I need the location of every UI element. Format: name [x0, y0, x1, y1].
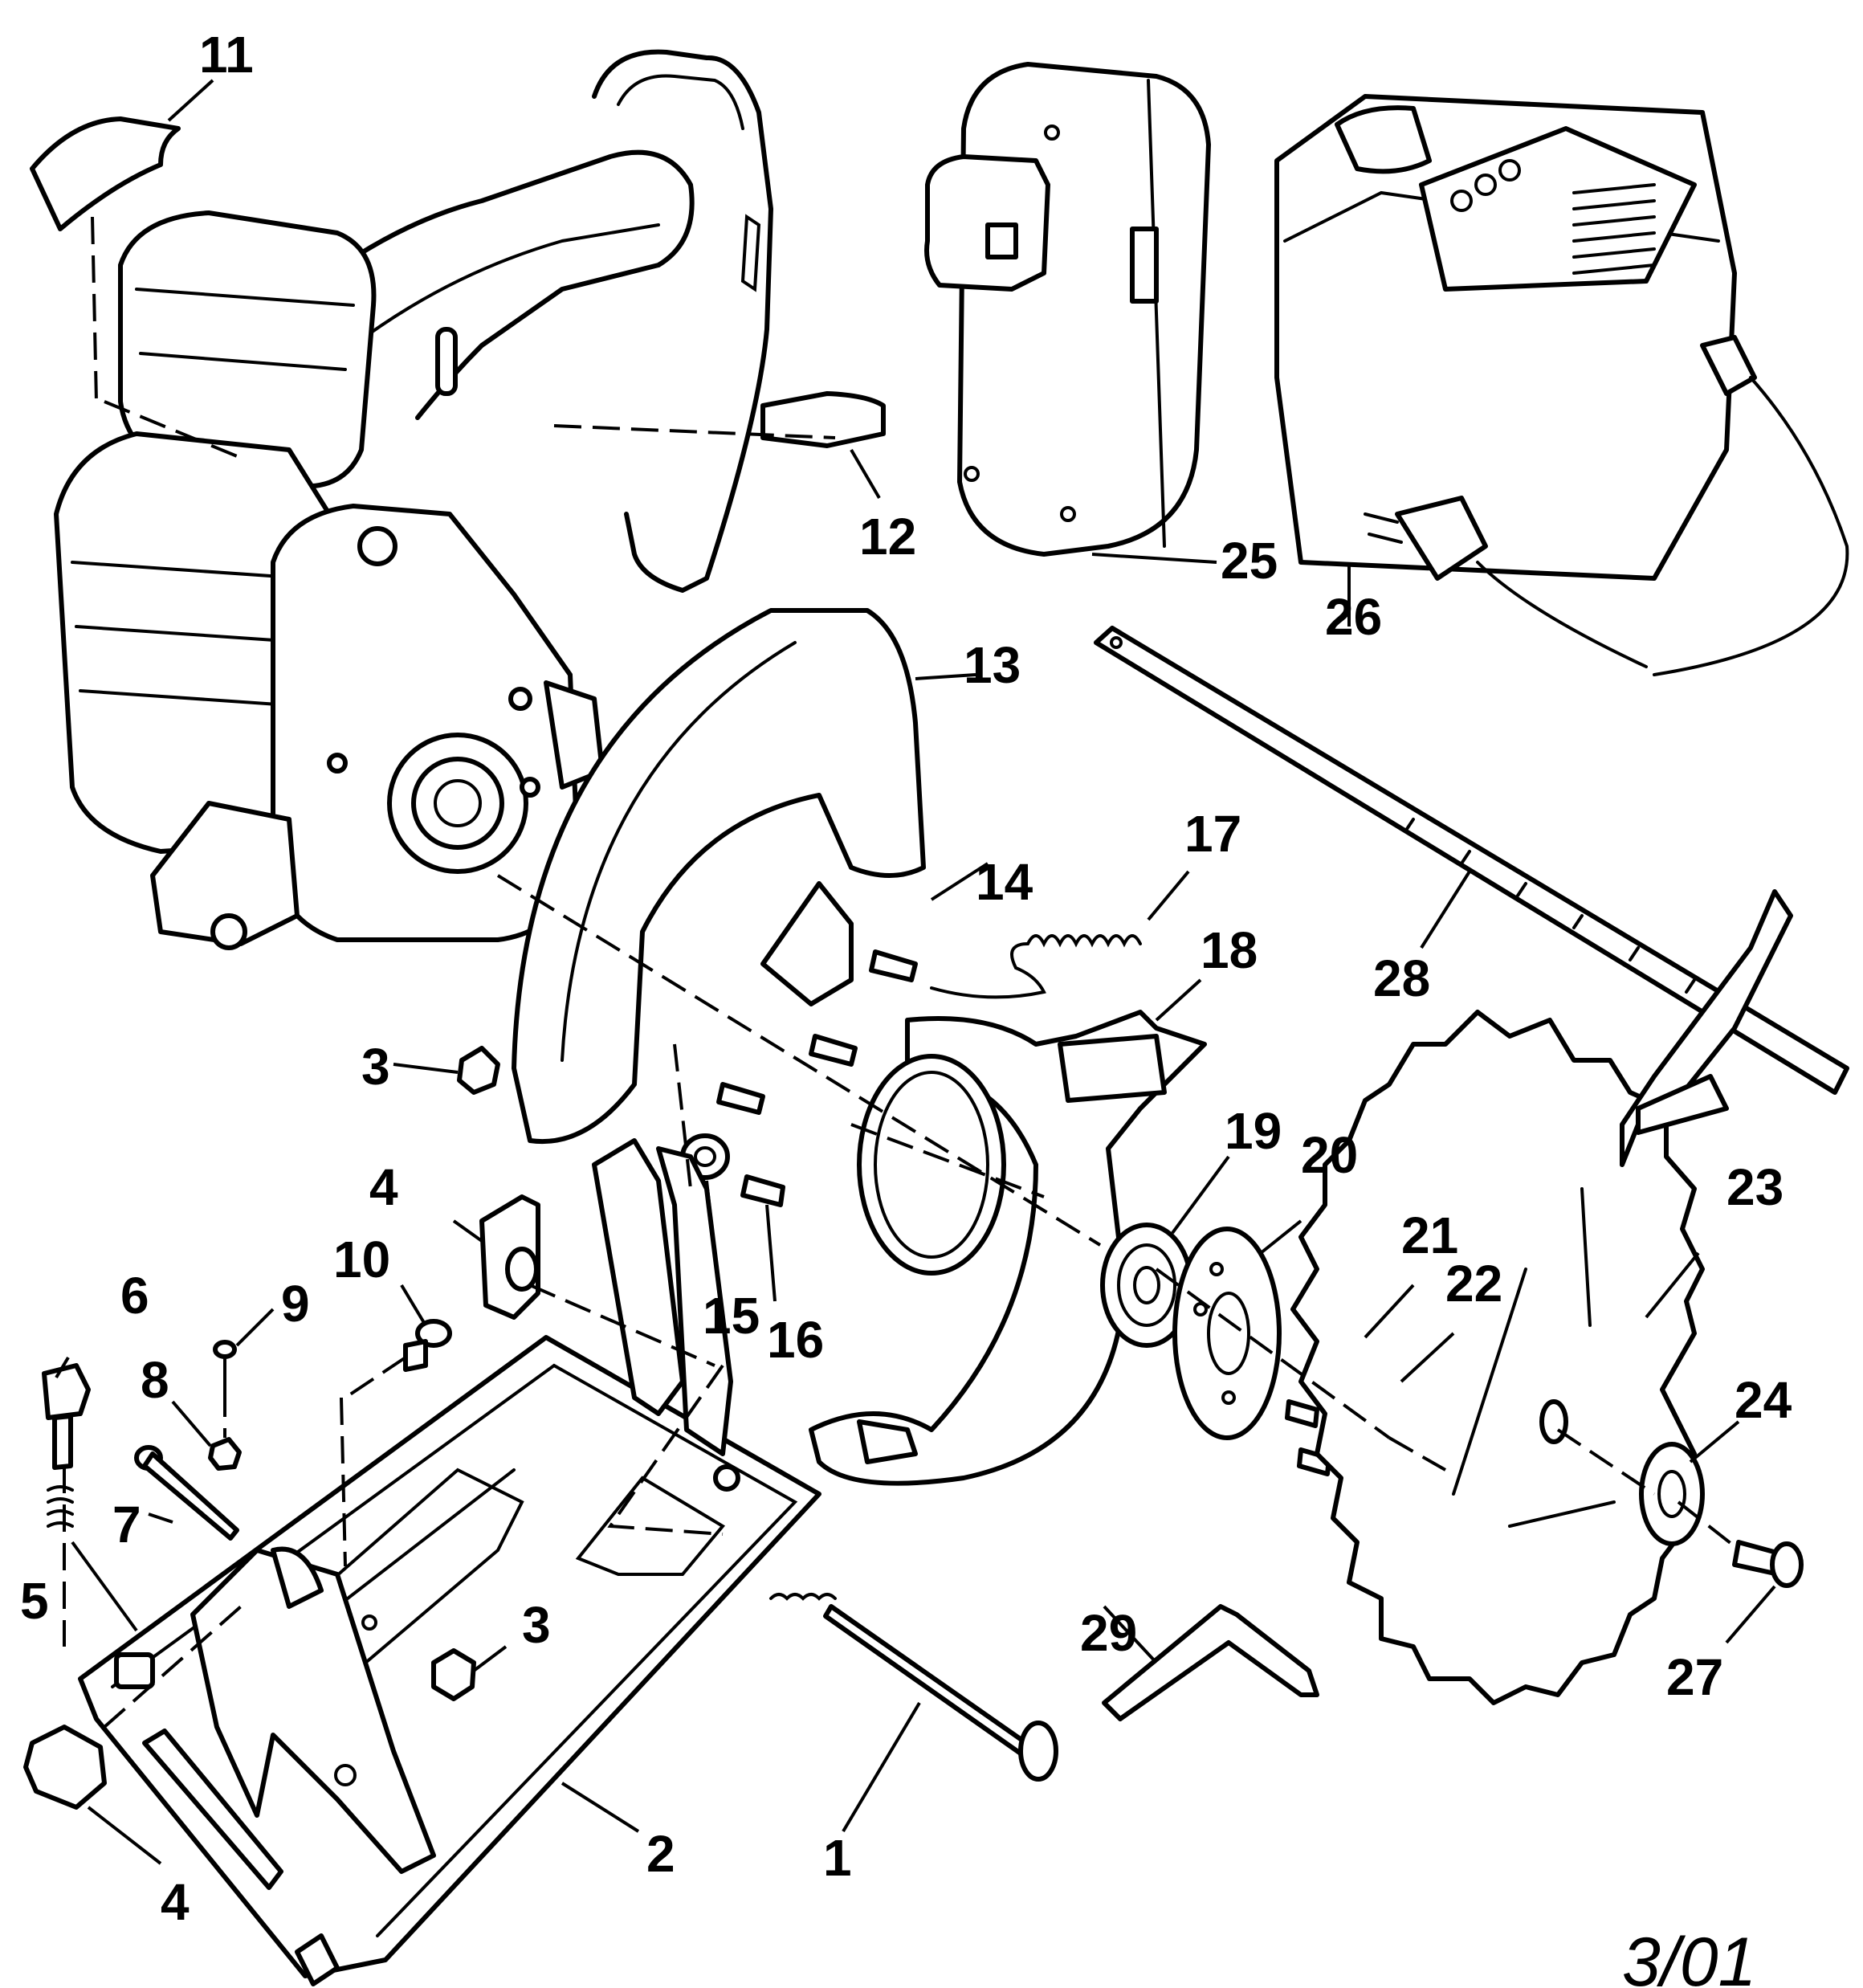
part-26-battery-pack [924, 62, 1211, 557]
callout-13: 13 [964, 636, 1021, 694]
callout-28: 28 [1373, 949, 1430, 1007]
part-3-nut-lower [431, 1648, 476, 1701]
charger-vents [1572, 183, 1656, 275]
callout-16: 16 [767, 1311, 824, 1369]
part-10-bolt [403, 1319, 452, 1372]
saw-motor-housing [54, 49, 773, 950]
part-14-screws [716, 949, 918, 1115]
callout-2: 2 [646, 1825, 675, 1883]
part-1-depth-bolt [769, 1593, 1058, 1782]
callout-22: 22 [1445, 1255, 1502, 1312]
callout-4-upper: 4 [369, 1158, 398, 1216]
part-4-angle-knob-upper [479, 1194, 540, 1320]
part-27-charger [1274, 94, 1849, 676]
part-5-spring [47, 1485, 74, 1528]
callout-11: 11 [199, 26, 254, 84]
callout-14: 14 [976, 853, 1033, 911]
callout-18: 18 [1201, 921, 1258, 979]
callout-3-lower: 3 [522, 1596, 551, 1654]
callout-23: 23 [1726, 1158, 1784, 1216]
callout-26: 25 [1221, 532, 1278, 590]
callout-6: 6 [120, 1267, 149, 1325]
callout-8: 8 [141, 1351, 169, 1409]
callout-3-upper: 3 [361, 1038, 390, 1096]
callout-21: 21 [1401, 1206, 1458, 1264]
leader-lines [55, 79, 1776, 1865]
part-4-angle-knob-lower [23, 1725, 107, 1810]
base-plate-scale [142, 1729, 340, 1986]
part-17-spring [930, 934, 1142, 999]
callout-29: 29 [1080, 1604, 1137, 1662]
callout-27: 26 [1325, 588, 1382, 646]
part-24-blade-washer [1639, 1442, 1705, 1546]
callout-19: 19 [1225, 1102, 1282, 1160]
part-2-base-plate [78, 1138, 821, 1986]
part-29-hex-wrench [1102, 1604, 1319, 1721]
callout-25: 27 [1666, 1648, 1723, 1706]
callout-7: 7 [112, 1496, 141, 1553]
part-20-flange-plate [1172, 1227, 1282, 1440]
callout-17: 17 [1184, 805, 1241, 863]
part-18-lower-blade-guard [809, 1010, 1207, 1486]
part-16-screw [740, 1174, 785, 1207]
alignment-lines [63, 216, 1736, 1729]
callout-20: 20 [1301, 1126, 1358, 1184]
part-3-nut-upper [457, 1046, 500, 1095]
callout-4-lower: 4 [161, 1873, 190, 1931]
part-8-nut [208, 1437, 242, 1471]
part-25-blade-bolt [1732, 1540, 1804, 1588]
part-6-knob [42, 1363, 91, 1470]
part-28-rip-fence [1094, 626, 1849, 1167]
callout-10: 10 [333, 1231, 390, 1288]
callout-9: 9 [281, 1275, 310, 1333]
part-12-label [760, 391, 886, 448]
part-13-upper-blade-guard [512, 608, 926, 1145]
callout-5: 5 [20, 1572, 49, 1630]
part-7-long-bolt [134, 1445, 239, 1541]
callout-1: 1 [823, 1829, 852, 1887]
date-mark: 3/01 [1622, 1924, 1756, 1988]
callout-labels: 11 12 25 26 13 14 17 18 28 3 19 20 23 4 … [20, 26, 1792, 1931]
part-9-screw [213, 1340, 237, 1391]
callout-24: 24 [1735, 1371, 1792, 1429]
part-11-label [30, 116, 181, 231]
callout-12: 12 [859, 508, 916, 565]
rip-fence-scale [1404, 818, 1696, 994]
callout-15: 15 [703, 1287, 760, 1345]
